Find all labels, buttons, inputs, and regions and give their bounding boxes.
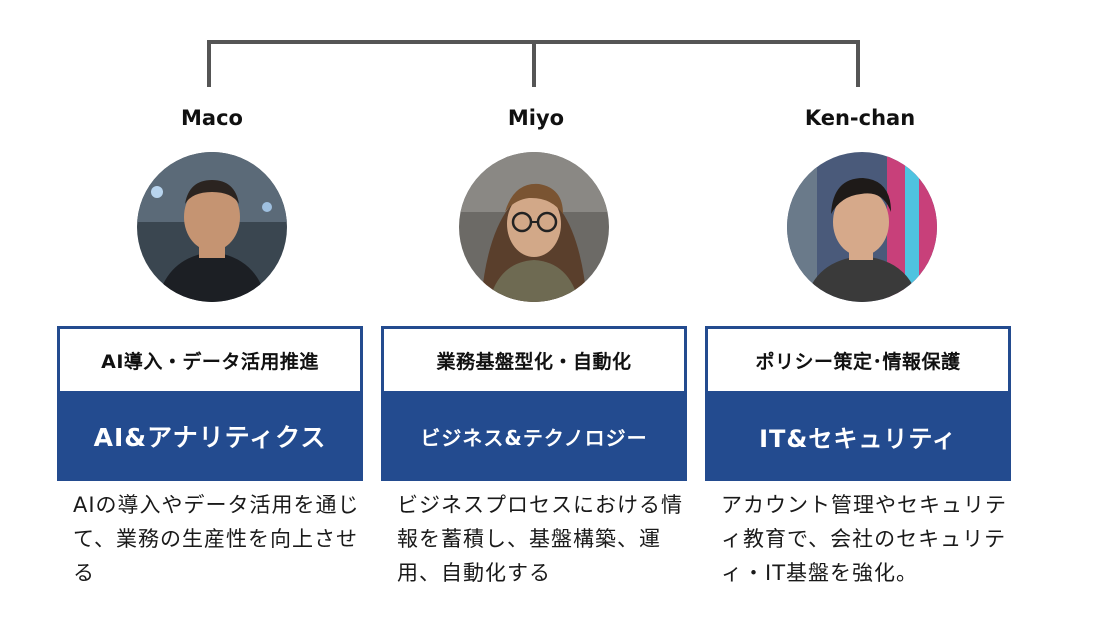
member-description: ビジネスプロセスにおける情報を蓄積し、基盤構築、運用、自動化する <box>397 493 683 585</box>
member-card-maco: Maco AI導入・データ活用推進 AI&アナリティクス AIの導入やデータ活用… <box>57 0 367 638</box>
team-banner: AI&アナリティクス <box>57 391 363 481</box>
member-name: Miyo <box>507 106 565 130</box>
member-description: アカウント管理やセキュリティ教育で、会社のセキュリティ・IT基盤を強化。 <box>721 493 1007 585</box>
team-banner: ビジネス&テクノロジー <box>381 391 687 481</box>
role-box: 業務基盤型化・自動化 <box>381 326 687 394</box>
member-name: Ken-chan <box>804 106 916 130</box>
member-name: Maco <box>181 106 243 130</box>
avatar-maco <box>137 152 287 302</box>
member-card-ken-chan: Ken-chan ポリシー策定･情報保護 IT&セキュリティ アカウント管理やセ… <box>705 0 1015 638</box>
avatar-miyo <box>459 152 609 302</box>
org-connector <box>207 40 860 87</box>
member-card-miyo: Miyo 業務基盤型化・自動化 ビジネス&テクノロジー ビジネスプロセスにおける… <box>381 0 691 638</box>
role-box: AI導入・データ活用推進 <box>57 326 363 394</box>
team-banner: IT&セキュリティ <box>705 391 1011 481</box>
member-description: AIの導入やデータ活用を通じて、業務の生産性を向上させる <box>73 493 360 585</box>
avatar-ken-chan <box>787 152 937 302</box>
role-box: ポリシー策定･情報保護 <box>705 326 1011 394</box>
